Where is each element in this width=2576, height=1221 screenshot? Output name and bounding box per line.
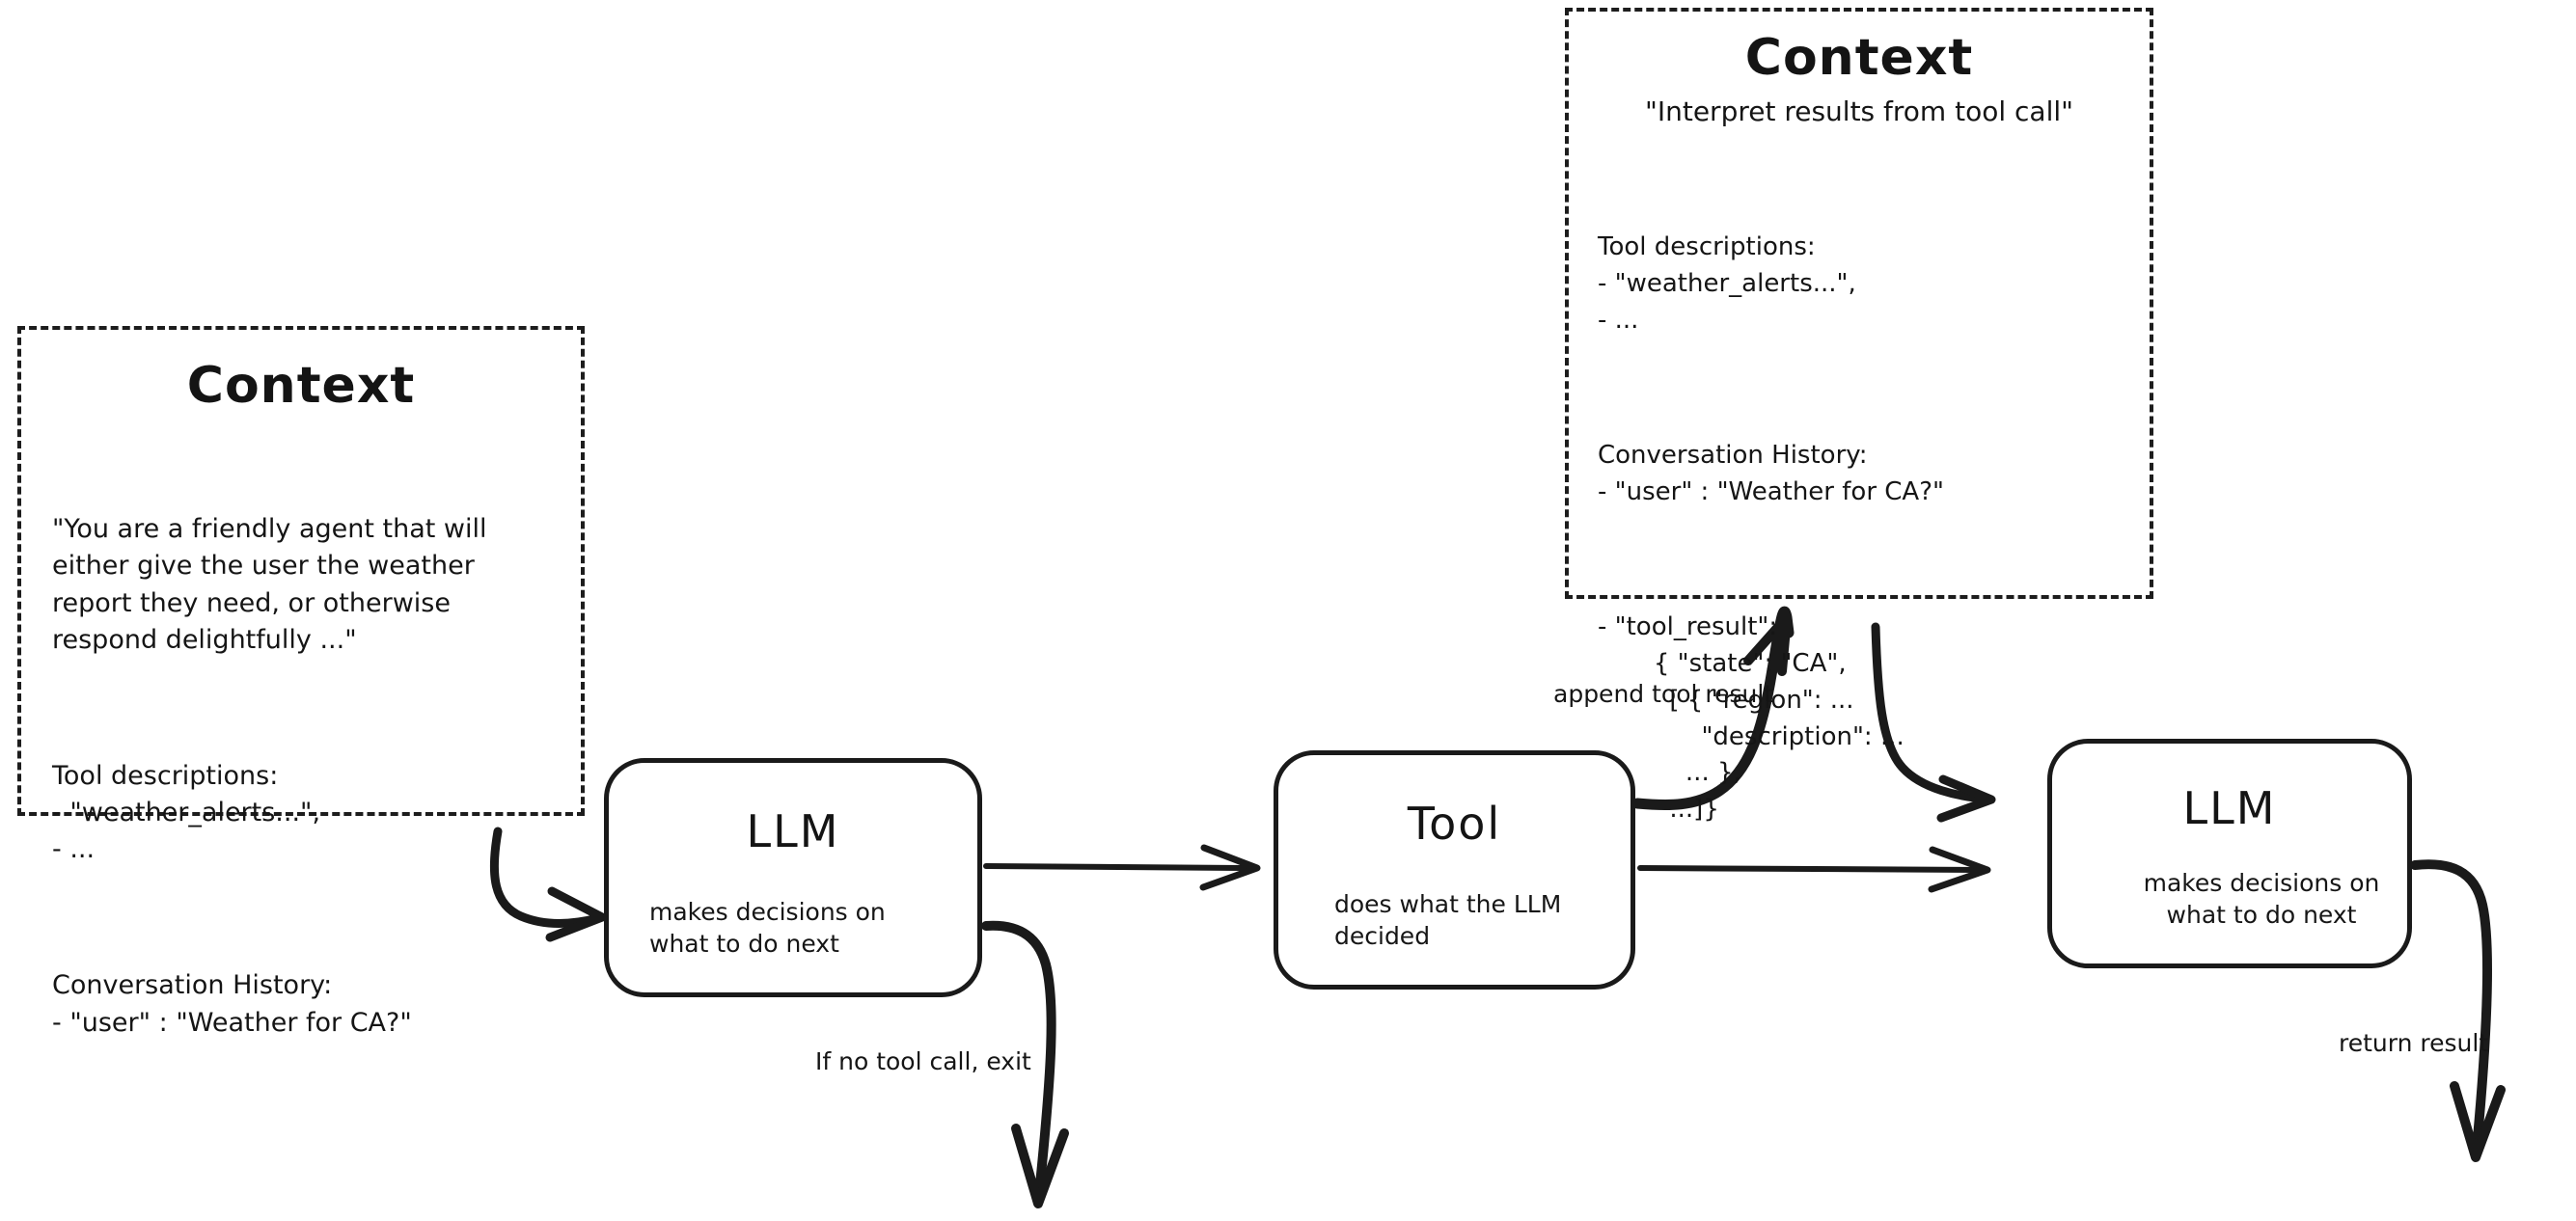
context-left-title: Context [186, 357, 416, 415]
context-box-left: Context "You are a friendly agent that w… [17, 326, 585, 1038]
context-right-tool-descriptions-items: - "weather_alerts...", - ... [1598, 269, 1856, 335]
context-left-conversation-history-items: - "user" : "Weather for CA?" [52, 1007, 412, 1038]
edge-label-append-tool-result: append tool result [1553, 680, 1774, 708]
context-right-title: Context [1744, 29, 1974, 87]
node-llm-first[interactable]: LLM makes decisions on what to do next [604, 758, 982, 997]
node-llm-second-subtitle: makes decisions on what to do next [2143, 869, 2380, 929]
node-llm-first-subtitle: makes decisions on what to do next [649, 898, 886, 958]
context-left-tool-descriptions-heading: Tool descriptions: [52, 760, 279, 791]
node-tool[interactable]: Tool does what the LLM decided [1274, 750, 1635, 990]
context-right-tool-descriptions: Tool descriptions: - "weather_alerts...",… [1598, 230, 2121, 339]
context-left-conversation-history: Conversation History: - "user" : "Weather… [52, 967, 550, 1042]
edge-llm-to-tool-arrow [983, 844, 1261, 891]
context-right-conversation-history-heading: Conversation History: [1598, 440, 1868, 470]
context-left-conversation-history-heading: Conversation History: [52, 970, 333, 1001]
edge-label-if-no-tool-call-exit: If no tool call, exit [815, 1047, 1031, 1075]
context-left-system-prompt: "You are a friendly agent that will eith… [52, 513, 496, 655]
context-box-right: Context "Interpret results from tool cal… [1565, 8, 2153, 824]
context-right-conversation-history: Conversation History: - "user" : "Weather… [1598, 438, 2121, 511]
context-left-body: "You are a friendly agent that will eith… [46, 437, 556, 1116]
edge-llm2-return-arrow [2410, 859, 2506, 1162]
context-right-conversation-history-items: - "user" : "Weather for CA?" [1598, 476, 1944, 506]
context-right-tool-result: - "tool_result": { "state": "CA", [ { "r… [1598, 611, 1905, 825]
node-llm-first-title: LLM [746, 805, 840, 857]
node-llm-second[interactable]: LLM makes decisions on what to do next [2047, 739, 2412, 968]
context-right-system-prompt: "Interpret results from tool call" [1644, 95, 2074, 128]
edge-label-return-result: return result [2339, 1029, 2489, 1057]
context-right-body: Tool descriptions: - "weather_alerts...",… [1592, 156, 2126, 902]
node-llm-second-title: LLM [2182, 782, 2277, 834]
context-left-tool-descriptions: Tool descriptions: - "weather_alerts...",… [52, 758, 550, 869]
node-tool-subtitle: does what the LLM decided [1334, 890, 1562, 950]
node-tool-title: Tool [1407, 798, 1502, 850]
context-right-tool-descriptions-heading: Tool descriptions: [1598, 232, 1816, 262]
context-left-tool-descriptions-items: - "weather_alerts...", - ... [52, 798, 321, 865]
